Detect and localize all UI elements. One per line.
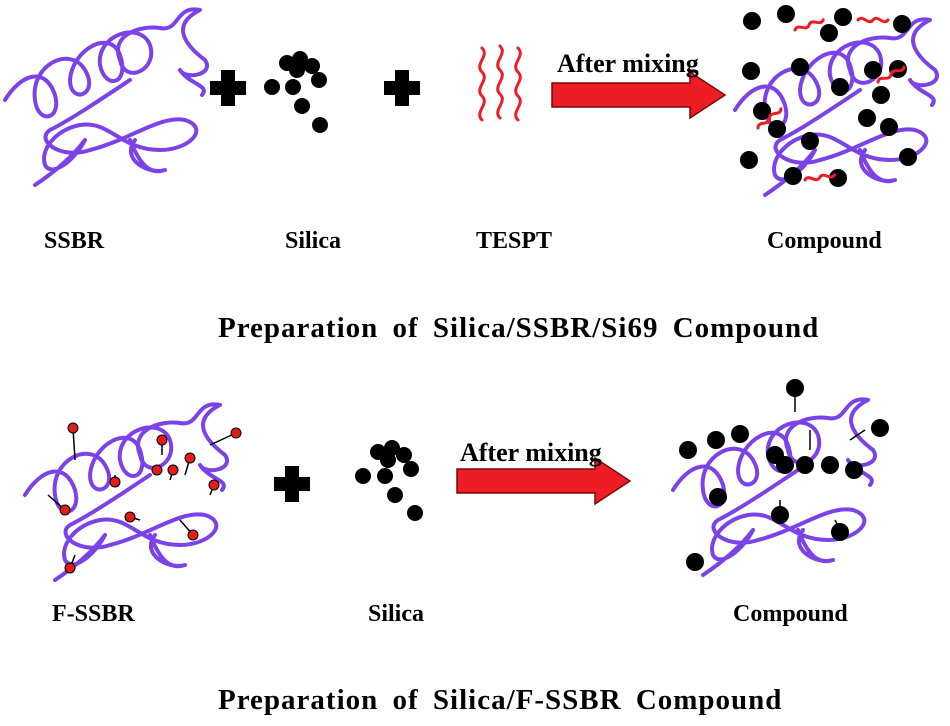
compound-label: Compound [733,601,848,627]
compound-icon [671,379,889,577]
plus-icon [274,466,310,502]
after-mixing-arrow: After mixing [551,49,727,120]
plus-icon [210,70,246,106]
tespt-molecule-icon [478,44,522,122]
arrow-label: After mixing [460,438,602,467]
compound-icon [733,5,940,198]
silica-particles-icon [264,51,328,133]
arrow-label: After mixing [557,49,699,78]
silica-label: Silica [368,601,425,627]
bottom-section-title: Preparation of Silica/F-SSBR Compound [218,684,783,716]
top-section-title: Preparation of Silica/SSBR/Si69 Compound [218,312,820,344]
silica-label: Silica [285,228,342,254]
plus-icon [384,70,420,106]
compound-label: Compound [767,228,882,254]
f-ssbr-chain-icon [23,402,242,582]
silica-particles-icon [355,440,423,521]
ssbr-chain-icon [3,7,210,188]
ssbr-label: SSBR [44,228,105,254]
f-ssbr-label: F-SSBR [52,601,135,627]
tespt-label: TESPT [476,228,553,254]
after-mixing-arrow: After mixing [456,438,632,506]
